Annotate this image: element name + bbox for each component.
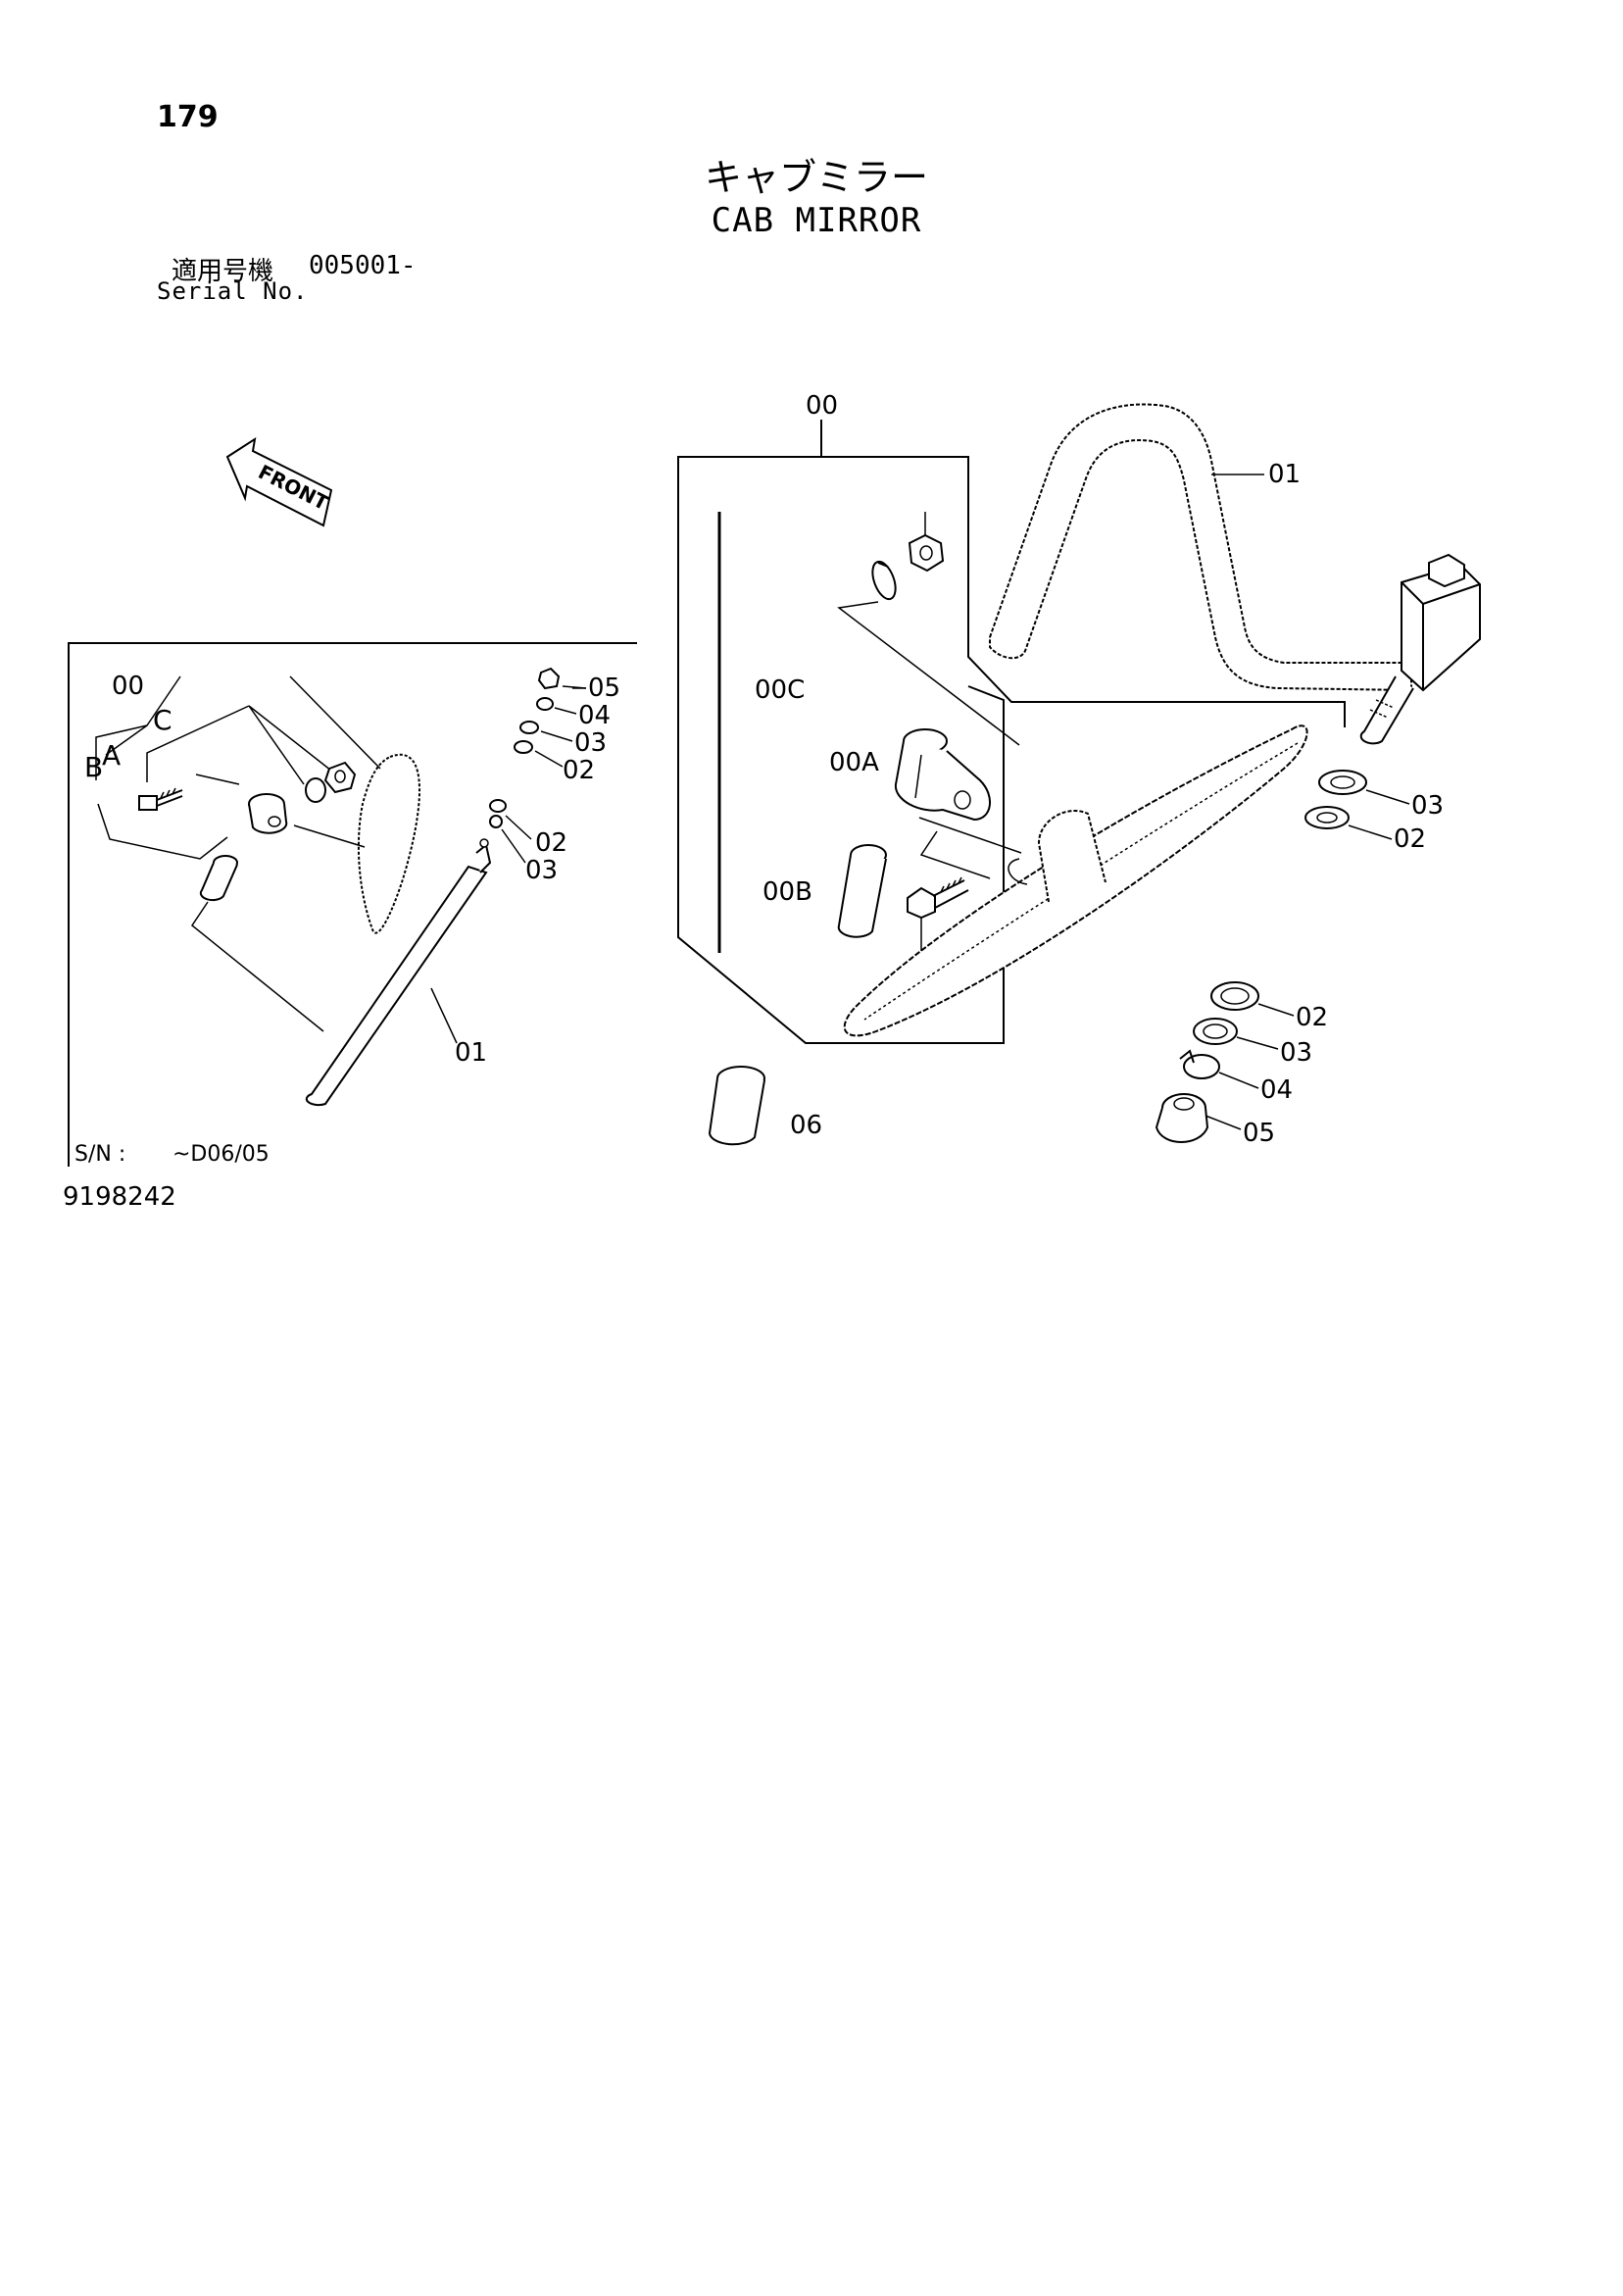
main-callout-05-low: 05 <box>1243 1119 1275 1148</box>
main-callout-00c: 00C <box>755 675 805 705</box>
washer-icon <box>514 740 533 754</box>
inset-callout-01: 01 <box>455 1038 487 1068</box>
inset-serial-note-prefix: S/N : <box>74 1142 125 1167</box>
serial-label-english: Serial No. <box>157 277 309 305</box>
main-callout-06: 06 <box>790 1111 822 1140</box>
serial-range: 005001- <box>309 251 417 280</box>
inset-callout-03-mid: 03 <box>525 856 558 885</box>
clamp-icon <box>248 793 288 834</box>
collar-icon <box>199 855 238 902</box>
inset-callout-00: 00 <box>112 672 144 701</box>
nut-icon <box>537 667 561 690</box>
mirror-rod-icon <box>305 838 492 1107</box>
washer-icon <box>519 721 539 734</box>
collar-icon <box>708 1066 765 1146</box>
nut-icon <box>323 761 357 794</box>
main-callout-01: 01 <box>1268 460 1301 489</box>
main-callout-04-low: 04 <box>1260 1075 1293 1105</box>
title-japanese: キャブミラー <box>704 156 928 199</box>
inset-serial-note-value: ~D06/05 <box>172 1142 270 1167</box>
washer-icon <box>305 777 326 803</box>
inset-callout-03-top: 03 <box>574 728 607 758</box>
main-callout-03-right: 03 <box>1411 791 1444 821</box>
washer-icon <box>1210 981 1259 1011</box>
washer-icon <box>1193 1018 1238 1045</box>
washer-icon <box>489 799 507 813</box>
bolt-icon <box>907 876 969 951</box>
inset-callout-b: B <box>84 751 103 783</box>
main-callout-03-low: 03 <box>1280 1038 1312 1068</box>
inset-callout-05: 05 <box>588 674 620 703</box>
inset-panel: 00 C B A 05 04 03 02 02 03 01 S/N : ~D06… <box>68 642 637 1167</box>
inset-callout-c: C <box>153 704 172 736</box>
lock-washer-icon <box>871 560 897 601</box>
cap-nut-icon <box>1155 1093 1209 1143</box>
washer-icon <box>489 815 503 828</box>
washer-icon <box>1318 770 1367 795</box>
title-english: CAB MIRROR <box>711 201 922 240</box>
washer-icon <box>1304 806 1350 829</box>
drawing-number: 9198242 <box>63 1182 176 1212</box>
mirror-icon <box>843 724 1308 1037</box>
nut-icon <box>908 533 945 573</box>
mirror-bracket-icon <box>894 728 992 822</box>
bolt-icon <box>138 787 183 811</box>
inset-callout-02-mid: 02 <box>535 828 567 858</box>
inset-callout-02-top: 02 <box>563 756 595 785</box>
page-number: 179 <box>157 100 219 134</box>
inset-callout-04: 04 <box>578 701 611 730</box>
main-callout-00b: 00B <box>762 877 812 907</box>
lock-washer-icon <box>536 697 554 711</box>
serial-label-japanese: 適用号機 <box>172 257 274 286</box>
inset-callout-a: A <box>102 739 121 772</box>
front-arrow-icon: FRONT <box>225 436 333 527</box>
main-callout-02-right: 02 <box>1394 824 1426 854</box>
main-callout-02-low: 02 <box>1296 1003 1328 1032</box>
main-callout-00: 00 <box>806 391 838 421</box>
main-callout-00a: 00A <box>829 748 879 777</box>
collar-icon <box>837 844 887 938</box>
mirror-stay-pipe-icon <box>989 403 1412 692</box>
mount-block-icon <box>1359 553 1481 745</box>
main-diagram: 00 01 00C 00A 00B 03 02 02 03 04 05 06 <box>677 391 1481 1148</box>
lock-washer-icon <box>1179 1049 1220 1079</box>
